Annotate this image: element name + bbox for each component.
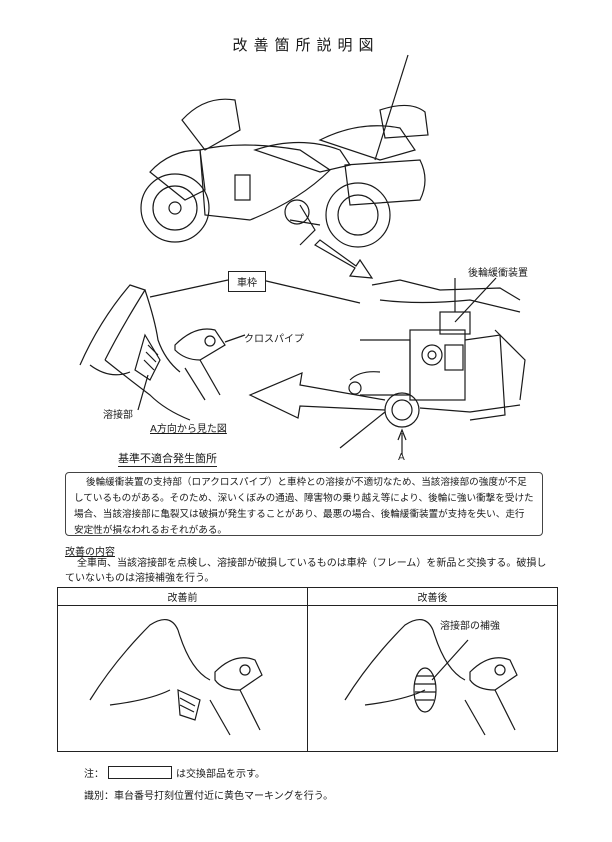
improvement-text: 全車両、当該溶接部を点検し、溶接部が破損しているものは車枠（フレーム）を新品と交… (65, 558, 547, 584)
replacement-part-swatch (108, 766, 172, 779)
rear-shock-label: 後輪緩衝装置 (468, 268, 528, 279)
comparison-table: 改善前 改善後 (57, 587, 558, 752)
weld-label: 溶接部 (103, 410, 133, 421)
frame-callout-lines (149, 277, 497, 449)
cross-pipe-label: クロスパイプ (244, 334, 304, 345)
after-cell (307, 605, 558, 752)
weld-reinforcement-label: 溶接部の補強 (440, 621, 500, 632)
note-prefix: 注： (84, 769, 104, 780)
view-caption: A方向から見た図 (150, 424, 227, 435)
frame-detail-illustration (348, 278, 526, 455)
defect-description: 後輪緩衝装置の支持部（ロアクロスパイプ）と車枠との溶接が不適切なため、当該溶接部… (65, 472, 543, 536)
legend-note: 注： は交換部品を示す。 (84, 765, 265, 780)
frame-label: 車枠 (228, 271, 266, 292)
note-suffix: は交換部品を示す。 (176, 769, 265, 780)
after-header: 改善後 (307, 587, 558, 606)
arrow-a-label: A (398, 452, 405, 463)
zoom-arrow (314, 239, 374, 279)
left-pointing-arrow (248, 372, 386, 419)
defect-location-label: 基準不適合発生箇所 (118, 452, 217, 467)
page-title: 改善箇所説明図 (232, 36, 380, 54)
weld-closeup-illustration (79, 284, 246, 421)
before-cell (57, 605, 308, 752)
motorcycle-illustration (140, 54, 429, 248)
improvement-heading: 改善の内容 (65, 547, 115, 558)
before-header: 改善前 (57, 587, 308, 606)
identification-note: 識別：車台番号打刻位置付近に黄色マーキングを行う。 (84, 791, 334, 802)
